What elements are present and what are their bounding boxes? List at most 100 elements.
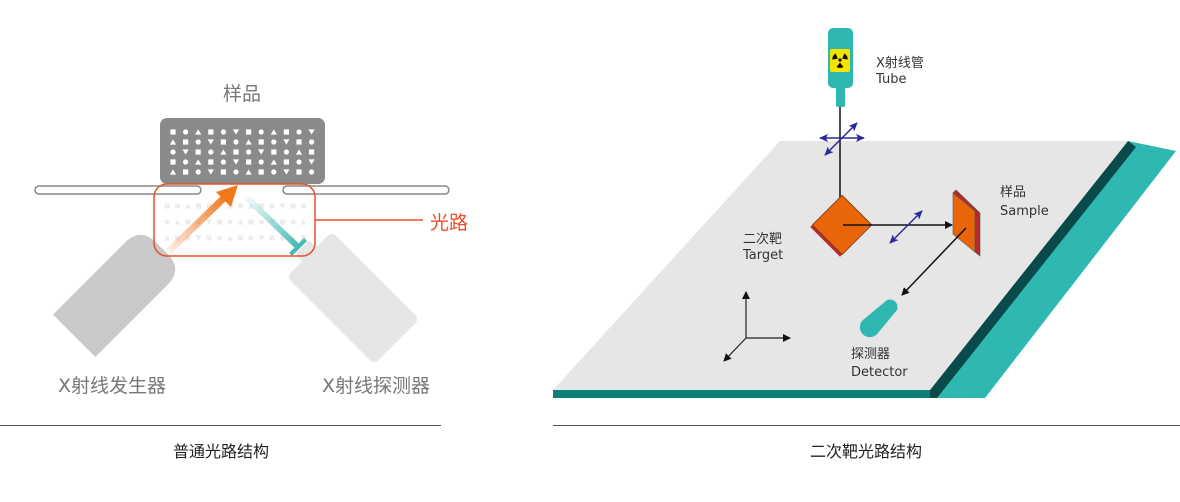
particle-symbol [258,139,264,145]
particle-symbol [269,203,275,209]
particle-symbol [283,129,289,135]
x-ray-generator [52,234,176,358]
particle-symbol [195,139,201,145]
particle-symbol [258,159,264,165]
particle-symbol [300,203,307,209]
particle-symbol [246,149,252,155]
particle-symbol [227,219,233,225]
sample-block [160,118,325,184]
particle-symbol [309,139,315,145]
particle-symbol [195,235,202,241]
particle-symbol [208,159,214,165]
particle-symbol [300,235,307,241]
particle-symbol [258,129,264,135]
plate-edge-dark [930,141,1136,398]
particle-symbol [226,235,234,241]
particle-symbol [233,139,239,145]
coordinate-axes [723,291,791,362]
particle-symbol [258,235,265,241]
particle-symbol [270,159,277,165]
particle-symbol [216,235,223,241]
particle-symbol [232,159,240,165]
left-rail [34,185,202,195]
polarization-arrow-diagonal [824,122,858,156]
particle-symbol [300,219,307,225]
plate-front-edge [553,390,930,398]
particle-symbol [195,149,201,155]
particle-symbol [283,159,289,165]
particle-symbol [296,169,302,175]
particle-symbol [208,129,214,135]
particle-symbol [169,139,177,145]
particle-symbol [296,139,302,145]
particle-symbol [183,139,189,145]
particle-symbol [208,149,214,155]
fluorescence-beam-to-detector [901,227,967,296]
secondary-target-optical-path-diagram: X射线管 Tube 二次靶 Target 样品 Sample 探测器 Detec… [553,28,1180,461]
particle-symbol [184,203,192,209]
sample-label: 样品 [223,83,261,105]
particle-symbol [295,149,303,155]
sample-label-en: Sample [1000,204,1049,219]
particle-symbol [216,219,223,225]
particle-symbol [283,139,290,145]
particle-symbol [164,219,170,225]
detector-label-cn: 探测器 [851,347,890,362]
right-caption: 二次靶光路结构 [810,442,922,461]
particle-symbol [309,149,315,155]
plate-top [553,141,1128,390]
particle-symbol [245,169,252,175]
light-path-label: 光路 [430,212,468,234]
particle-symbol [271,139,277,145]
particle-symbol [220,139,226,145]
particle-symbol [206,235,212,241]
generator-label: X射线发生器 [58,375,166,397]
particle-symbol [258,219,265,225]
particle-symbol [183,129,189,135]
polarization-arrow-secondary [889,210,923,244]
tube-label-en: Tube [875,72,906,87]
particle-symbol [246,159,252,165]
particle-symbol [290,219,296,225]
particle-symbol [258,149,265,155]
particle-symbol [258,203,265,209]
particle-symbol [237,235,244,241]
particle-symbol [233,149,239,155]
particle-symbol [207,139,214,145]
plate-side [930,141,1176,398]
particle-symbol [163,235,171,241]
particle-symbol [283,169,290,175]
sample-label-cn: 样品 [1000,185,1026,200]
detector-label-en: Detector [851,365,908,380]
particle-symbol [308,159,315,165]
particle-symbol [220,159,226,165]
particle-symbol [248,235,254,241]
particle-symbol [271,169,277,175]
particle-symbol [279,203,286,209]
particle-symbol [205,219,213,225]
particle-symbol [237,219,244,225]
particle-symbol [220,129,226,135]
detector-label: X射线探测器 [322,375,430,397]
particle-symbol [195,203,202,209]
particle-symbol [169,169,177,175]
particle-symbol [258,169,264,175]
target-label-en: Target [742,248,783,263]
particle-symbol [195,159,202,165]
particle-symbol [164,203,170,209]
particle-symbol [174,219,181,225]
particle-symbol [246,129,252,135]
particle-symbol [170,159,176,165]
particle-symbol [279,219,286,225]
particle-symbol [296,129,302,135]
particle-symbol [183,159,189,165]
faint-particles [163,203,307,241]
particle-symbol [232,129,240,135]
particle-symbol [207,169,214,175]
particle-symbol [248,219,254,225]
particle-symbol [271,149,277,155]
particle-symbol [283,149,289,155]
particle-symbol [185,219,191,225]
incident-arrowhead [216,185,238,207]
